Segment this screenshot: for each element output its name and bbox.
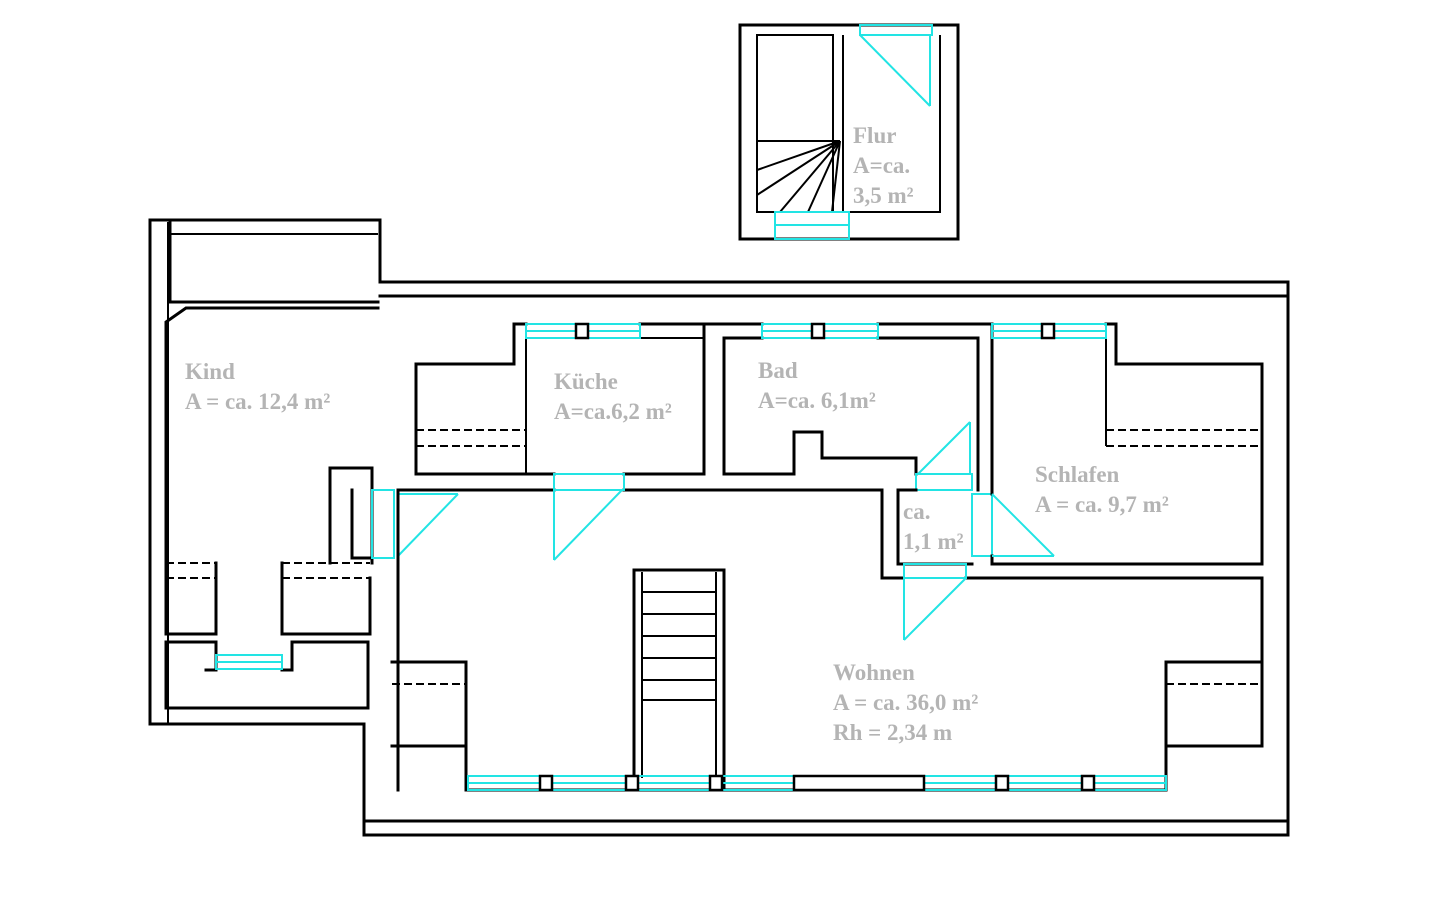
schlafen-window <box>991 322 1107 340</box>
kind-room-wall <box>164 306 380 636</box>
kueche-wall <box>414 322 706 476</box>
bad-wall <box>722 336 980 492</box>
bad-area: A=ca. 6,1m² <box>758 388 876 413</box>
kind-top-strip <box>168 218 380 304</box>
kueche-window <box>525 322 641 340</box>
flur-door <box>859 24 933 107</box>
schlafen-area: A = ca. 9,7 m² <box>1035 492 1169 517</box>
kind-door <box>397 493 459 557</box>
abstell-door <box>903 563 967 641</box>
bad-top-wall <box>702 322 994 340</box>
wohnen-name: Wohnen <box>833 660 915 685</box>
flur-outer-wall <box>738 23 960 241</box>
schlafen-dormer-dash <box>1106 429 1262 447</box>
kind-name: Kind <box>185 359 235 384</box>
wohnen-left-bay <box>390 660 468 792</box>
flur-winding-stair <box>756 140 841 213</box>
schlafen-door <box>991 493 1055 557</box>
wohnen-window-band <box>464 774 1168 792</box>
kind-area: A = ca. 12,4 m² <box>185 389 330 414</box>
outer-wall <box>148 218 1290 837</box>
bad-door <box>915 421 973 491</box>
flur-area-line1: A=ca. <box>853 153 910 178</box>
flur-bottom-window <box>774 211 850 240</box>
abstell-side-frame <box>971 493 993 557</box>
flur-unit <box>738 23 960 241</box>
kueche-area: A=ca.6,2 m² <box>554 399 672 424</box>
corridor-wall <box>396 488 1264 580</box>
kind-door-frame <box>371 489 395 559</box>
kind-bay-wall <box>164 640 370 710</box>
wohnen-area: A = ca. 36,0 m² <box>833 690 978 715</box>
kind-connector-wall <box>328 466 374 565</box>
room-labels: Flur A=ca. 3,5 m² Kind A = ca. 12,4 m² K… <box>185 123 1169 745</box>
kind-dormer-dash <box>166 562 370 579</box>
abstell-label-line1: ca. <box>903 499 930 524</box>
schlafen-wall <box>990 322 1264 566</box>
abstell-area: 1,1 m² <box>903 529 964 554</box>
flur-area-line2: 3,5 m² <box>853 183 914 208</box>
bad-name: Bad <box>758 358 798 383</box>
flur-name: Flur <box>853 123 896 148</box>
flur-stair-box <box>756 34 834 213</box>
kueche-name: Küche <box>554 369 618 394</box>
bad-window <box>761 322 879 340</box>
flur-inner-wall <box>842 35 941 213</box>
kueche-dormer-dash <box>416 429 526 447</box>
schlafen-name: Schlafen <box>1035 462 1120 487</box>
main-building <box>148 218 1290 837</box>
wohnen-ceiling-height: Rh = 2,34 m <box>833 720 952 745</box>
kueche-door <box>553 473 625 561</box>
wohnen-stair <box>632 568 726 792</box>
